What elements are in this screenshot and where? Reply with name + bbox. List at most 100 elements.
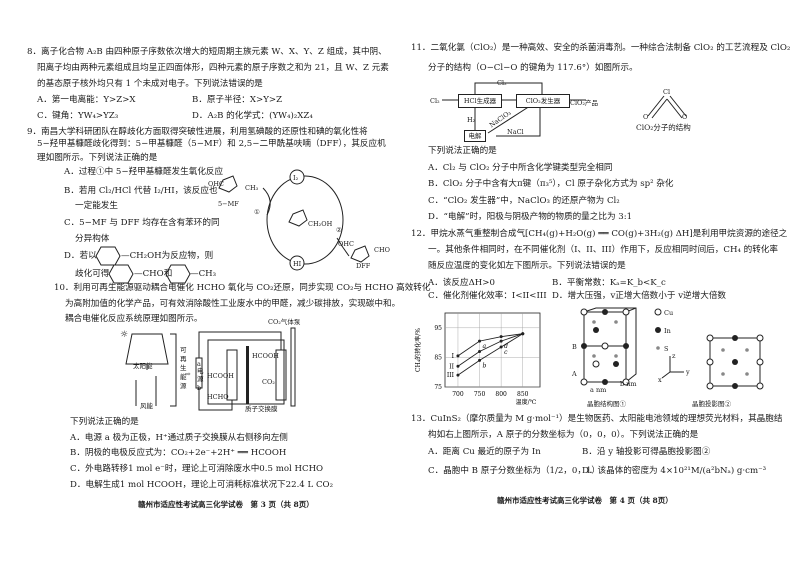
q12-option-a: A．该反应ΔH>0 xyxy=(428,278,495,288)
q8-option-a: A．第一电离能：Y>Z>X xyxy=(37,95,136,105)
q10-prompt: 下列说法正确的是 xyxy=(70,417,139,427)
q9-option-c-line2: 分异构体 xyxy=(75,234,110,244)
q11-line-1: 11．二氧化氯（ClO₂）是一种高效、安全的杀菌消毒剂。一种综合法制备 ClO₂… xyxy=(411,43,791,53)
x-tick-label: 750 xyxy=(474,391,486,398)
q9-line-2: 5−羟甲基糠醛歧化得到：5−甲基糠醛（5−MF）和 2,5−二甲酰基呋喃（DFF… xyxy=(37,139,386,149)
q11-option-b: B．ClO₂ 分子中含有大π键（π₃⁵），Cl 原子杂化方式为 sp² 杂化 xyxy=(428,179,674,189)
benzene-ring-icon xyxy=(108,264,134,284)
q9-option-d-line1a: D．若以 xyxy=(64,251,97,261)
q9-option-b-line1: B．若用 Cl₂/HCl 代替 I₂/HI，该反应也 xyxy=(64,186,218,196)
series-label: I xyxy=(452,353,455,360)
q8-line-2: 阳离子均由两种元素组成且均呈正四面体形，四种元素的原子序数之和为 21，且 W、… xyxy=(37,63,389,73)
series-line-III xyxy=(457,333,523,376)
q10-option-b: B．阴极的电极反应式为：CO₂+2e⁻+2H⁺ ══ HCOOH xyxy=(70,448,287,458)
series-label: III xyxy=(447,372,455,379)
data-point xyxy=(521,332,525,336)
fig-solar-label: 太阳能 xyxy=(133,362,153,370)
fig-power-label: 电源 xyxy=(197,367,204,383)
process-flow-arrows xyxy=(442,82,586,137)
q11-option-d: D．“电解”时，阳极与阴极产物的物质的量之比为 3:1 xyxy=(428,212,633,222)
q9-line-3: 理如图所示。下列说法正确的是 xyxy=(37,153,158,163)
fig-hcho-label: HCHO xyxy=(207,393,229,401)
right-page-footer: 赣州市适应性考试高三化学试卷 第 4 页（共 8页） xyxy=(497,496,673,505)
q12-line-1: 12．甲烷水蒸气重整制合成气[CH₄(g)+H₂O(g) ══ CO(g)+3H… xyxy=(411,229,788,239)
data-point xyxy=(456,354,460,358)
clo2-bond-diagram xyxy=(647,95,687,119)
fig-ch2oh-label: CH₂OH xyxy=(308,220,333,228)
q11-prompt: 下列说法正确的是 xyxy=(428,146,497,156)
q12-line-2: 一。其他条件相同时，在不同催化剂（I、II、III）作用下，反应相同时间后，CH… xyxy=(428,245,778,255)
q11-option-a: A．Cl₂ 与 ClO₂ 分子中所含化学键类型完全相同 xyxy=(428,163,613,173)
caption-figure-2: 晶胞投影图② xyxy=(692,400,731,408)
atom-a-label: A xyxy=(572,370,577,378)
q10-option-c: C．外电路转移1 mol e⁻时，理论上可消除废水中0.5 mol HCHO xyxy=(70,464,324,474)
q13-line-2: 构如右上图所示，A 原子的分数坐标为（0，0，0）。下列说法正确的是 xyxy=(428,430,699,440)
fig-h2-label: H₂ xyxy=(467,116,476,124)
atom-cl-label: Cl xyxy=(663,88,671,96)
a-nm-label: a nm xyxy=(590,386,607,394)
axis-x-label: x xyxy=(658,376,662,384)
electrolysis-diagram: ☼ xyxy=(120,327,296,411)
x-tick-label: 800 xyxy=(495,391,507,398)
q10-option-d: D．电解生成1 mol HCOOH，理论上可消耗标准状况下22.4 L CO₂ xyxy=(70,480,334,490)
q11-line-2: 分子的结构（O−Cl−O 的键角为 117.6°）如图所示。 xyxy=(428,63,638,73)
clo2-generator-box: ClO₂发生器 xyxy=(516,94,570,108)
x-tick-label: 700 xyxy=(452,391,464,398)
q9-line-1: 9．南昌大学科研团队在醇歧化方面取得突破性进展，利用氢碘酸的还原性和碘的氧化性将 xyxy=(27,127,368,137)
point-annotation: c xyxy=(504,349,508,356)
fig-membrane-label: 质子交换膜 xyxy=(245,405,278,413)
fig-ohc2-label: OHC xyxy=(338,240,354,248)
fig-product-label: ClO₂产品 xyxy=(570,99,598,107)
point-annotation: b xyxy=(483,362,487,369)
fig-cl2-top-label: Cl₂ xyxy=(497,79,507,87)
q10-line-2: 为高附加值的化学产品，可有效消除酸性工业废水中的甲醛，减少碳排放，实现碳中和。 xyxy=(65,299,401,309)
electrolysis-box: 电解 xyxy=(464,130,486,142)
q8-line-3: 的基态原子核外均只有 1 个未成对电子。下列说法错误的是 xyxy=(37,79,263,89)
data-point xyxy=(499,339,503,343)
q9-option-a: A．过程①中 5−羟甲基糠醛发生氧化反应 xyxy=(64,167,224,177)
q13-option-a: A．距离 Cu 最近的原子为 In xyxy=(428,447,541,457)
benzene-ring-icon xyxy=(165,264,191,284)
q8-line-1: 8．离子化合物 A₂B 由四种原子序数依次增大的短周期主族元素 W、X、Y、Z … xyxy=(27,47,387,57)
fig-step2-label: ② xyxy=(336,226,342,234)
benzene-ring-icon xyxy=(95,246,121,266)
x-axis-label: 温度/℃ xyxy=(516,398,537,406)
q12-option-b: B．平衡常数：Kₐ=K_b<K_c xyxy=(552,278,666,288)
fig-i2-label: I₂ xyxy=(293,174,299,182)
fig-arrow-icon: ⇨ xyxy=(185,370,191,378)
q9-option-d-line2c: —CH₃ xyxy=(190,269,217,279)
legend-cu-label: Cu xyxy=(664,309,674,317)
q11-option-c: C．“ClO₂ 发生器”中，NaClO₃ 的还原产物为 Cl₂ xyxy=(428,196,620,206)
y-axis-label: CH₄的转化率/% xyxy=(414,328,422,372)
fig-dff-label: DFF xyxy=(356,262,371,270)
q12-line-3: 随反应温度的变化如左下图所示。下列说法错误的是 xyxy=(428,261,626,271)
data-point xyxy=(478,358,482,362)
q8-option-b: B．原子半径：X>Y>Z xyxy=(192,95,283,105)
fig-cho-label: CHO xyxy=(374,246,390,254)
y-tick-label: 85 xyxy=(434,354,442,361)
data-point xyxy=(478,339,482,343)
fig-renewable-label: 可再生能源 xyxy=(180,346,187,390)
q12-option-d: D．增大压强，v正增大倍数小于 v逆增大倍数 xyxy=(552,291,727,301)
series-label: II xyxy=(449,363,454,370)
fig-5mf-label: 5−MF xyxy=(218,200,239,208)
data-point xyxy=(456,364,460,368)
structure-caption: ClO₂分子的结构 xyxy=(636,123,691,132)
legend-in-label: In xyxy=(664,327,671,335)
axis-z-label: z xyxy=(672,352,676,360)
legend-s-label: S xyxy=(664,345,669,353)
fig-step1-label: ① xyxy=(254,208,260,216)
fig-ohc-label: OHC xyxy=(208,180,224,188)
fig-hi-label: HI xyxy=(293,260,302,268)
q13-option-c: C．晶胞中 B 原子分数坐标为（1/2，0，1） xyxy=(428,466,601,476)
q9-option-d-line2b: —CHO和 xyxy=(134,269,173,279)
data-point xyxy=(499,335,503,339)
q13-line-1: 13．CuInS₂（摩尔质量为 M g·mol⁻¹）是生物医药、太阳能电池领域的… xyxy=(411,414,783,424)
series-line-II xyxy=(457,333,523,367)
crystal-cell-diagram xyxy=(580,307,764,390)
data-point xyxy=(478,349,482,353)
atom-o2-label: O xyxy=(682,113,688,121)
x-tick-label: 850 xyxy=(517,391,529,398)
fig-nacl-label: NaCl xyxy=(507,128,524,136)
